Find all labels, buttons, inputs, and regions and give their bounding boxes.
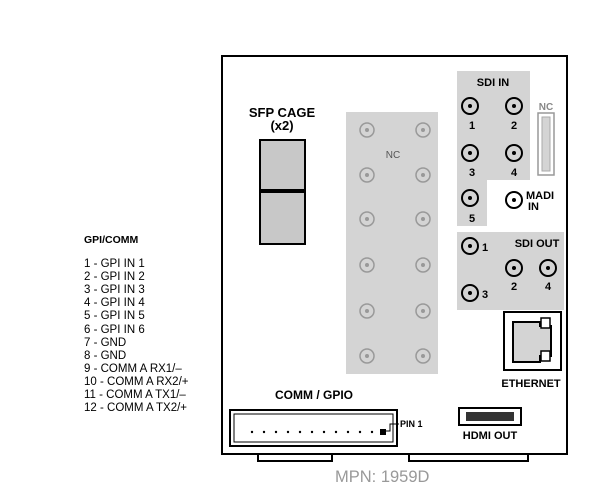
nc-bnc-1 — [359, 122, 375, 138]
nc-bnc-6 — [415, 211, 431, 227]
sfp-cage-upper — [259, 139, 306, 191]
hdmi-out-label: HDMI OUT — [463, 430, 518, 442]
sfp-cage-count-label: (x2) — [270, 118, 293, 133]
sdi-in-bnc-2 — [505, 97, 523, 115]
pin-label-9: 9 - COMM A RX1/– — [84, 362, 182, 375]
pin-label-11: 11 - COMM A TX1/– — [84, 389, 186, 402]
pin-label-8: 8 - GND — [84, 349, 127, 362]
panel-tab-right — [408, 454, 529, 462]
sdi-in-port-1: 1 — [469, 120, 475, 132]
madi-in-label: IN — [528, 201, 539, 213]
nc-right-label: NC — [539, 102, 553, 113]
madi-label: MADI — [526, 190, 554, 202]
ethernet-label: ETHERNET — [501, 378, 561, 390]
ethernet-led-bottom — [540, 350, 551, 362]
nc-bnc-11 — [359, 348, 375, 364]
sfp-cage-lower — [259, 191, 306, 245]
sdi-out-bnc-4 — [539, 259, 557, 277]
nc-bnc-12 — [415, 348, 431, 364]
sdi-out-label: SDI OUT — [515, 238, 560, 250]
ethernet-led-top — [540, 317, 551, 329]
sdi-in-port-2: 2 — [511, 120, 517, 132]
sdi-in-port-3: 3 — [469, 167, 475, 179]
sdi-in-bnc-3 — [461, 144, 479, 162]
sdi-out-port-4: 4 — [545, 281, 552, 293]
gpi-comm-title: GPI/COMM — [84, 234, 139, 246]
nc-bnc-7 — [359, 257, 375, 273]
nc-slot-inner — [541, 116, 551, 172]
sdi-in-bnc-1 — [461, 97, 479, 115]
hdmi-out-socket — [466, 412, 514, 421]
pin-label-2: 2 - GPI IN 2 — [84, 271, 145, 284]
pin-label-1: 1 - GPI IN 1 — [84, 258, 145, 271]
pin-label-7: 7 - GND — [84, 336, 127, 349]
sdi-in-port-5: 5 — [469, 213, 475, 225]
nc-bnc-3 — [359, 167, 375, 183]
nc-center-label: NC — [386, 150, 400, 161]
sfp-cage-label: SFP CAGE — [249, 105, 316, 120]
nc-bnc-4 — [415, 167, 431, 183]
panel-tab-left — [257, 454, 333, 462]
nc-connector-block — [346, 112, 438, 374]
sdi-out-bnc-1 — [461, 237, 479, 255]
comm-gpio-connector-inner — [233, 413, 394, 443]
pin1-leader — [386, 423, 399, 432]
nc-bnc-8 — [415, 257, 431, 273]
pin-label-4: 4 - GPI IN 4 — [84, 297, 145, 310]
sdi-out-port-3: 3 — [482, 289, 488, 301]
gpi-comm-legend: GPI/COMM 1 - GPI IN 1 2 - GPI IN 2 3 - G… — [84, 234, 189, 415]
sdi-out-bnc-2 — [505, 259, 523, 277]
comm-gpio-label: COMM / GPIO — [275, 388, 353, 402]
sdi-in-bnc-5 — [461, 189, 479, 207]
sdi-in-label: SDI IN — [477, 77, 509, 89]
comm-gpio-pins — [250, 429, 386, 435]
pin-label-10: 10 - COMM A RX2/+ — [84, 375, 189, 388]
pin-label-3: 3 - GPI IN 3 — [84, 284, 145, 297]
sdi-out-port-1: 1 — [482, 242, 488, 254]
sdi-in-block — [457, 71, 530, 226]
pin1-label: PIN 1 — [400, 419, 423, 429]
model-part-number: MPN: 1959D — [335, 468, 430, 486]
nc-bnc-grid — [359, 122, 431, 364]
nc-bnc-2 — [415, 122, 431, 138]
pin-label-6: 6 - GPI IN 6 — [84, 323, 145, 336]
sdi-out-port-2: 2 — [511, 281, 517, 293]
sdi-out-block — [457, 232, 564, 310]
nc-bnc-5 — [359, 211, 375, 227]
pin-label-5: 5 - GPI IN 5 — [84, 310, 145, 323]
madi-in-bnc — [505, 191, 523, 209]
pin-label-12: 12 - COMM A TX2/+ — [84, 402, 188, 415]
nc-bnc-10 — [415, 303, 431, 319]
sdi-in-port-4: 4 — [511, 167, 518, 179]
sdi-out-bnc-3 — [461, 284, 479, 302]
nc-bnc-9 — [359, 303, 375, 319]
sdi-in-bnc-4 — [505, 144, 523, 162]
